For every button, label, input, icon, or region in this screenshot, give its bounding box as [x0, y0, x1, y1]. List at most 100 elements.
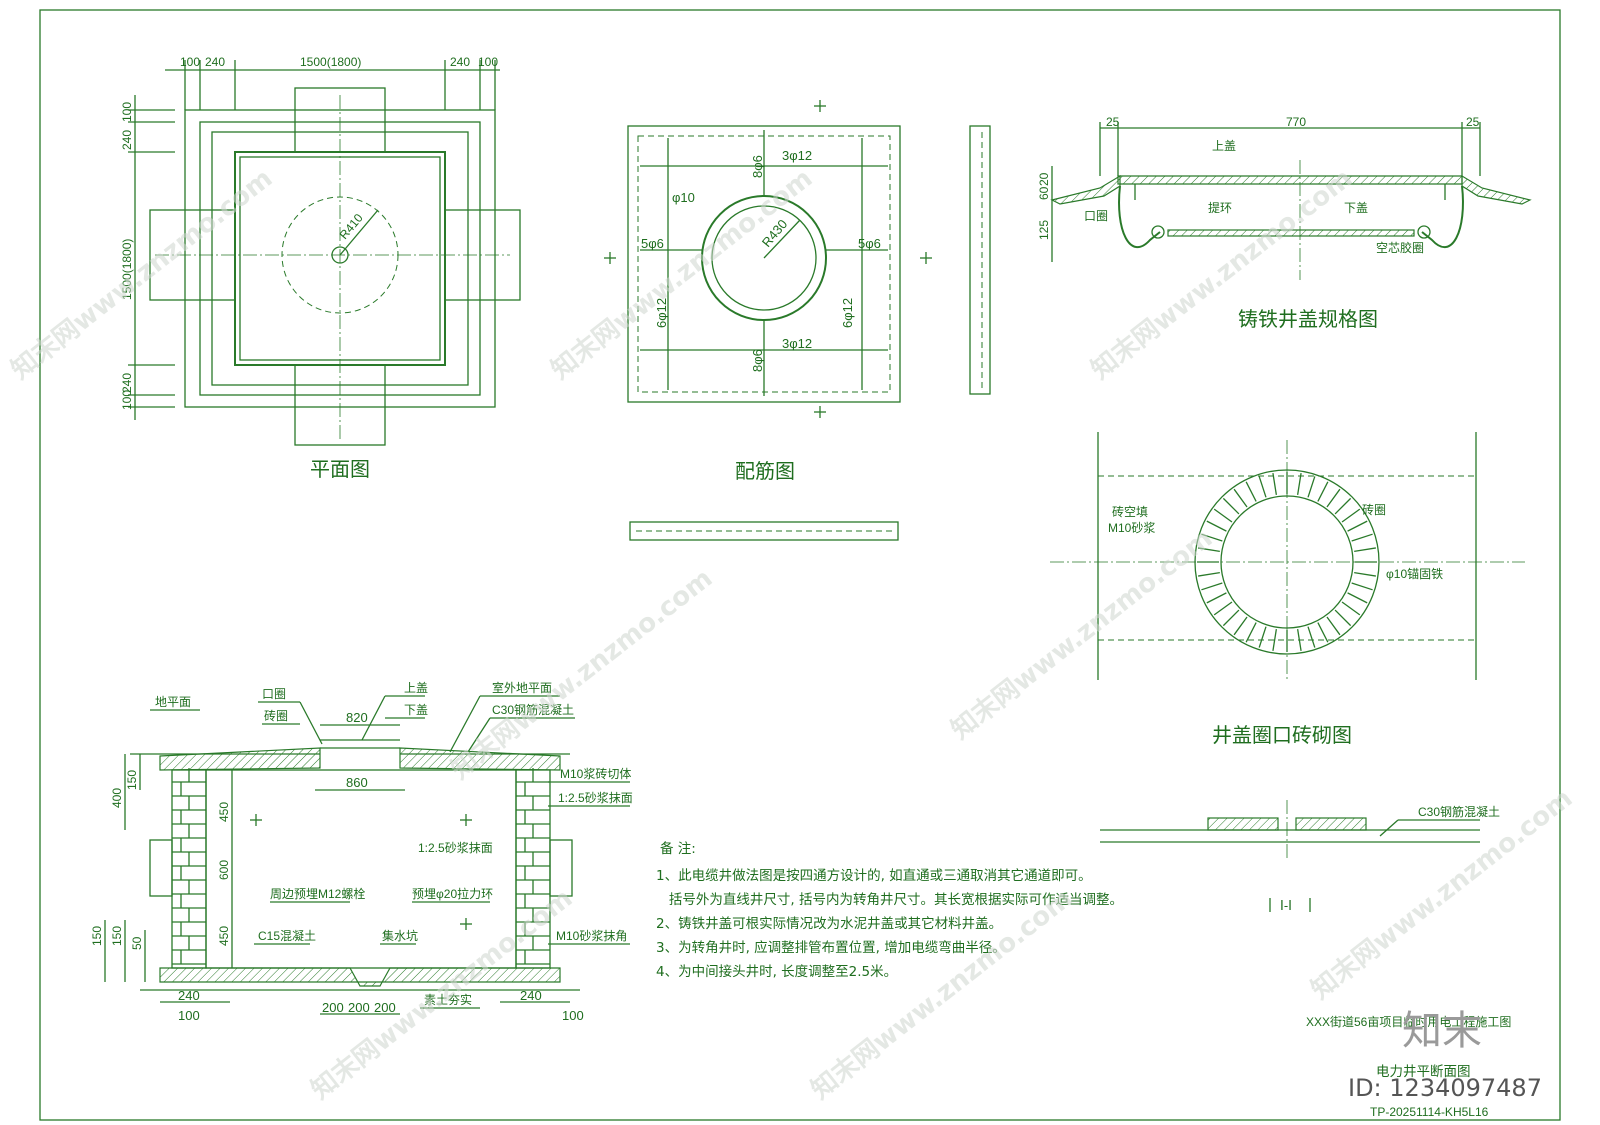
- ring-brick-joint: [1245, 481, 1257, 502]
- ring-label-brick: 砖圈: [1362, 502, 1386, 517]
- section-dim-150b: 150: [90, 926, 104, 946]
- notes-item-1: 1、此电缆井做法图是按四通方设计的, 如直通或三通取消其它通道即可。: [656, 867, 1092, 884]
- sheet-border: [39, 9, 1561, 1121]
- rebar-label-left-v: 6φ12: [654, 298, 669, 328]
- cover-dim-5: 60: [1037, 186, 1051, 200]
- section-label-soil: 素土夯实: [424, 992, 472, 1007]
- section-label-outdoor: 室外地平面: [492, 680, 552, 695]
- ring-brick-joint: [1272, 473, 1278, 495]
- section-label-corner: M10砂浆抹角: [556, 928, 627, 943]
- section-dim-150a: 150: [125, 770, 139, 790]
- section-label-plaster-inner: 1:2.5砂浆抹面: [418, 840, 493, 855]
- ring-brick-joint: [1317, 622, 1329, 643]
- section-label-lower-cover: 下盖: [404, 703, 428, 717]
- title-block-drawing-name: 电力井平断面图: [1376, 1064, 1471, 1080]
- ring-brick-joint: [1341, 508, 1361, 523]
- section-dim-240b: 240: [520, 988, 542, 1003]
- section-label-ground: 地平面: [155, 695, 191, 709]
- ring-brick-joint: [1245, 622, 1257, 643]
- plan-dim-left-4: 240: [120, 373, 134, 393]
- ring-brick-joint: [1213, 508, 1233, 523]
- ring-brick-joint: [1354, 547, 1376, 553]
- section-dim-100b: 100: [562, 1008, 584, 1023]
- ring-brick-joint: [1334, 609, 1352, 627]
- ring-brick-joint: [1258, 626, 1267, 648]
- notes: 备 注: 1、此电缆井做法图是按四通方设计的, 如直通或三通取消其它通道即可。 …: [656, 840, 1123, 980]
- ring-brick-joint: [1317, 481, 1329, 502]
- rebar-label-top-count: 3φ12: [782, 148, 812, 163]
- cover-label-lower: 下盖: [1344, 201, 1368, 215]
- plan-radius-label: R410: [337, 211, 366, 242]
- ring-brick-joint: [1206, 520, 1227, 532]
- ring-label-fill: 砖空填: [1112, 504, 1148, 519]
- cover-dim-6: 125: [1037, 220, 1051, 240]
- cover-title: 铸铁井盖规格图: [1238, 307, 1378, 331]
- cover-label-ring: 提环: [1208, 200, 1232, 215]
- watermark-logo: 知末: [1402, 1008, 1482, 1054]
- cover-view: 25 770 25 20 60 125 上盖 提环 下盖 口圈 空芯胶圈 铸铁井…: [1037, 115, 1532, 331]
- wall-bricks: [172, 768, 550, 965]
- section-label-upper-cover: 上盖: [404, 681, 428, 695]
- plan-dim-top-3: 1500(1800): [300, 55, 361, 69]
- watermark-text-4: 知末网www.znzmo.com: [446, 563, 718, 785]
- ring-brick-joint: [1296, 629, 1302, 651]
- section-dim-240a: 240: [178, 988, 200, 1003]
- section-label-plaster-right: 1:2.5砂浆抹面: [558, 790, 633, 805]
- title-block: XXX街道56亩项目临时用电工程施工图 电力井平断面图 TP-20251114-…: [1306, 1014, 1511, 1119]
- section-dim-150c: 150: [110, 926, 124, 946]
- ring-brick-joint: [1354, 571, 1376, 577]
- ring-brick-joint: [1198, 571, 1220, 577]
- plan-dim-top-1: 100: [180, 55, 200, 69]
- watermark-text-5: 知末网www.znzmo.com: [946, 523, 1218, 745]
- ring-brick-joint: [1341, 601, 1361, 616]
- rebar-view: 3φ12 3φ12 5φ6 5φ6 φ10 8φ6 8φ6 6φ12 6φ12 …: [604, 100, 991, 541]
- section-dim-200b: 200: [348, 1000, 370, 1015]
- ring-brick-joint: [1326, 616, 1341, 636]
- watermark-text-1: 知末网www.znzmo.com: [6, 163, 278, 385]
- section-dim-50: 50: [130, 936, 144, 950]
- section-dim-820: 820: [346, 710, 368, 725]
- cover-label-upper: 上盖: [1212, 139, 1236, 153]
- section-dim-200a: 200: [322, 1000, 344, 1015]
- plan-dim-top-2: 240: [205, 55, 225, 69]
- plan-view: 100 240 1500(1800) 240 100 100 240 1500(…: [120, 55, 521, 481]
- title-block-drawing-no: TP-20251114-KH5L16: [1370, 1105, 1489, 1119]
- rebar-label-right-v: 6φ12: [840, 298, 855, 328]
- detail-label: C30钢筋混凝土: [1418, 804, 1500, 819]
- rebar-label-left-count: 5φ6: [641, 236, 664, 251]
- ring-label-anchor: φ10锚固铁: [1386, 566, 1443, 581]
- cover-label-gasket: 空芯胶圈: [1376, 240, 1424, 255]
- ring-title: 井盖圈口砖砌图: [1212, 723, 1352, 747]
- cover-dim-3: 25: [1466, 115, 1480, 129]
- ring-brick-joint: [1272, 629, 1278, 651]
- plan-dim-top-4: 240: [450, 55, 470, 69]
- rebar-title: 配筋图: [735, 459, 795, 483]
- section-view: 820 860 400 150 450 600 450 150 150 50 2…: [90, 680, 633, 1023]
- cover-dim-4: 20: [1037, 172, 1051, 186]
- ring-brick-joint: [1213, 601, 1233, 616]
- ring-brick-joint: [1201, 582, 1223, 591]
- section-label-c15: C15混凝土: [258, 928, 316, 943]
- ring-brick-joint: [1198, 547, 1220, 553]
- section-label-bolt: 周边预埋M12螺栓: [270, 886, 365, 901]
- ring-brick-joint: [1206, 592, 1227, 604]
- rebar-label-top-v: 8φ6: [750, 155, 765, 178]
- plan-dim-left-1: 100: [120, 102, 134, 122]
- section-dim-200c: 200: [374, 1000, 396, 1015]
- section-label-ring-embed: 预埋φ20拉力环: [412, 886, 493, 901]
- notes-item-2: 括号外为直线井尺寸, 括号内为转角井尺寸。其长宽根据实际可作适当调整。: [656, 891, 1123, 908]
- section-label-brick-ring: 砖圈: [264, 708, 288, 723]
- plan-dim-left-3: 1500(1800): [120, 239, 134, 300]
- section-dim-400: 400: [110, 788, 124, 808]
- section-dim-600: 600: [217, 860, 231, 880]
- ring-bricks: [1197, 472, 1377, 652]
- section-dim-100a: 100: [178, 1008, 200, 1023]
- cover-dim-2: 770: [1286, 115, 1306, 129]
- ring-brick-joint: [1222, 497, 1240, 515]
- ring-brick-joint: [1307, 626, 1316, 648]
- plan-title: 平面图: [310, 457, 370, 481]
- ring-brick-joint: [1326, 488, 1341, 508]
- ring-brick-joint: [1201, 533, 1223, 542]
- section-label-top-ring: 口圈: [262, 687, 286, 701]
- ring-brick-joint: [1258, 476, 1267, 498]
